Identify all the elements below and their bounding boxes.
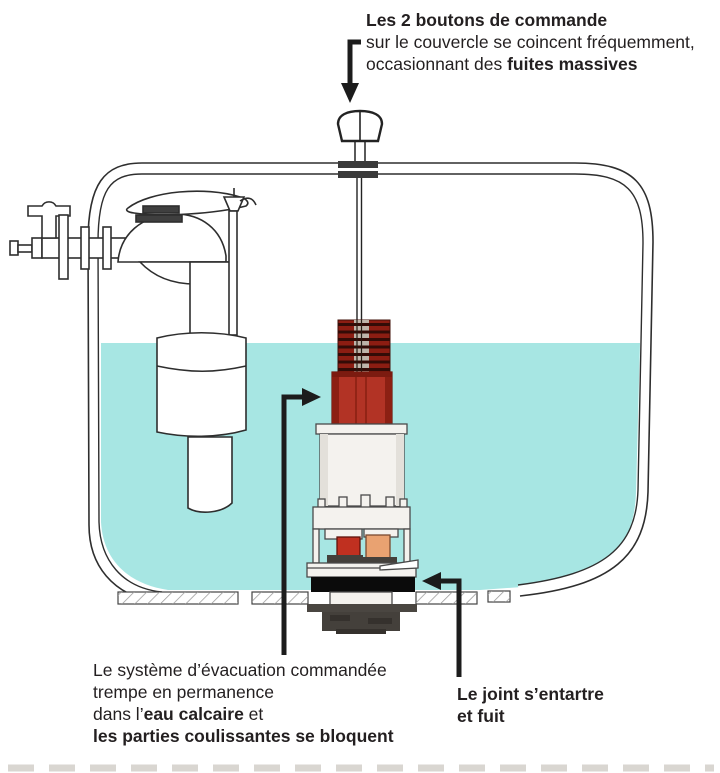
annotation-evacuation-line2: trempe en permanence	[93, 682, 274, 702]
tank-bottom-hatch	[118, 591, 510, 604]
annotation-evacuation-line1: Le système d’évacuation commandée	[93, 660, 387, 680]
collar	[312, 494, 411, 530]
annotation-buttons: Les 2 boutons de commande sur le couverc…	[366, 9, 695, 75]
overflow-funnel	[222, 196, 246, 212]
inner-salmon-cylinder	[365, 534, 391, 559]
annotation-evacuation-line3: dans l’eau calcaire et	[93, 704, 264, 724]
annotation-joint-line1: Le joint s’entartre	[457, 684, 604, 704]
flush-valve-mechanism	[306, 319, 419, 634]
push-button-assembly	[336, 109, 384, 322]
annotation-joint: Le joint s’entartre et fuit	[457, 683, 604, 727]
ribbed-section	[337, 319, 391, 374]
seal-joint	[311, 577, 415, 592]
red-block	[331, 371, 393, 425]
canister	[315, 423, 408, 507]
lid-hardware-bottom	[338, 171, 378, 178]
float-valve-column	[189, 261, 233, 339]
annotation-buttons-title: Les 2 boutons de commande	[366, 10, 608, 30]
lid-hardware-top	[338, 161, 378, 168]
arrow-buttons-icon	[341, 39, 361, 103]
annotation-evacuation: Le système d’évacuation commandée trempe…	[93, 659, 394, 747]
float-body	[156, 331, 247, 438]
valve-cage	[312, 528, 411, 564]
arrow-joint-icon	[422, 572, 462, 677]
arrow-evacuation-icon	[281, 388, 321, 655]
float-rod	[228, 210, 238, 336]
float-tube	[187, 436, 233, 513]
valve-seat-plate-1	[142, 205, 180, 214]
valve-seat-plate-2	[135, 214, 183, 223]
annotation-buttons-line3: occasionnant des fuites massives	[366, 54, 638, 74]
annotation-arrows	[281, 39, 462, 677]
tank-wall	[87, 162, 654, 604]
annotation-evacuation-line4: les parties coulissantes se bloquent	[93, 726, 394, 746]
inner-red-cylinder	[336, 536, 361, 558]
float-valve-assembly	[117, 188, 257, 513]
outlet-flange	[307, 591, 417, 634]
button-stem	[354, 140, 366, 163]
base-plate	[306, 559, 419, 578]
annotation-joint-line2: et fuit	[457, 706, 505, 726]
annotation-buttons-line2: sur le couvercle se coincent fréquemment…	[366, 32, 695, 52]
